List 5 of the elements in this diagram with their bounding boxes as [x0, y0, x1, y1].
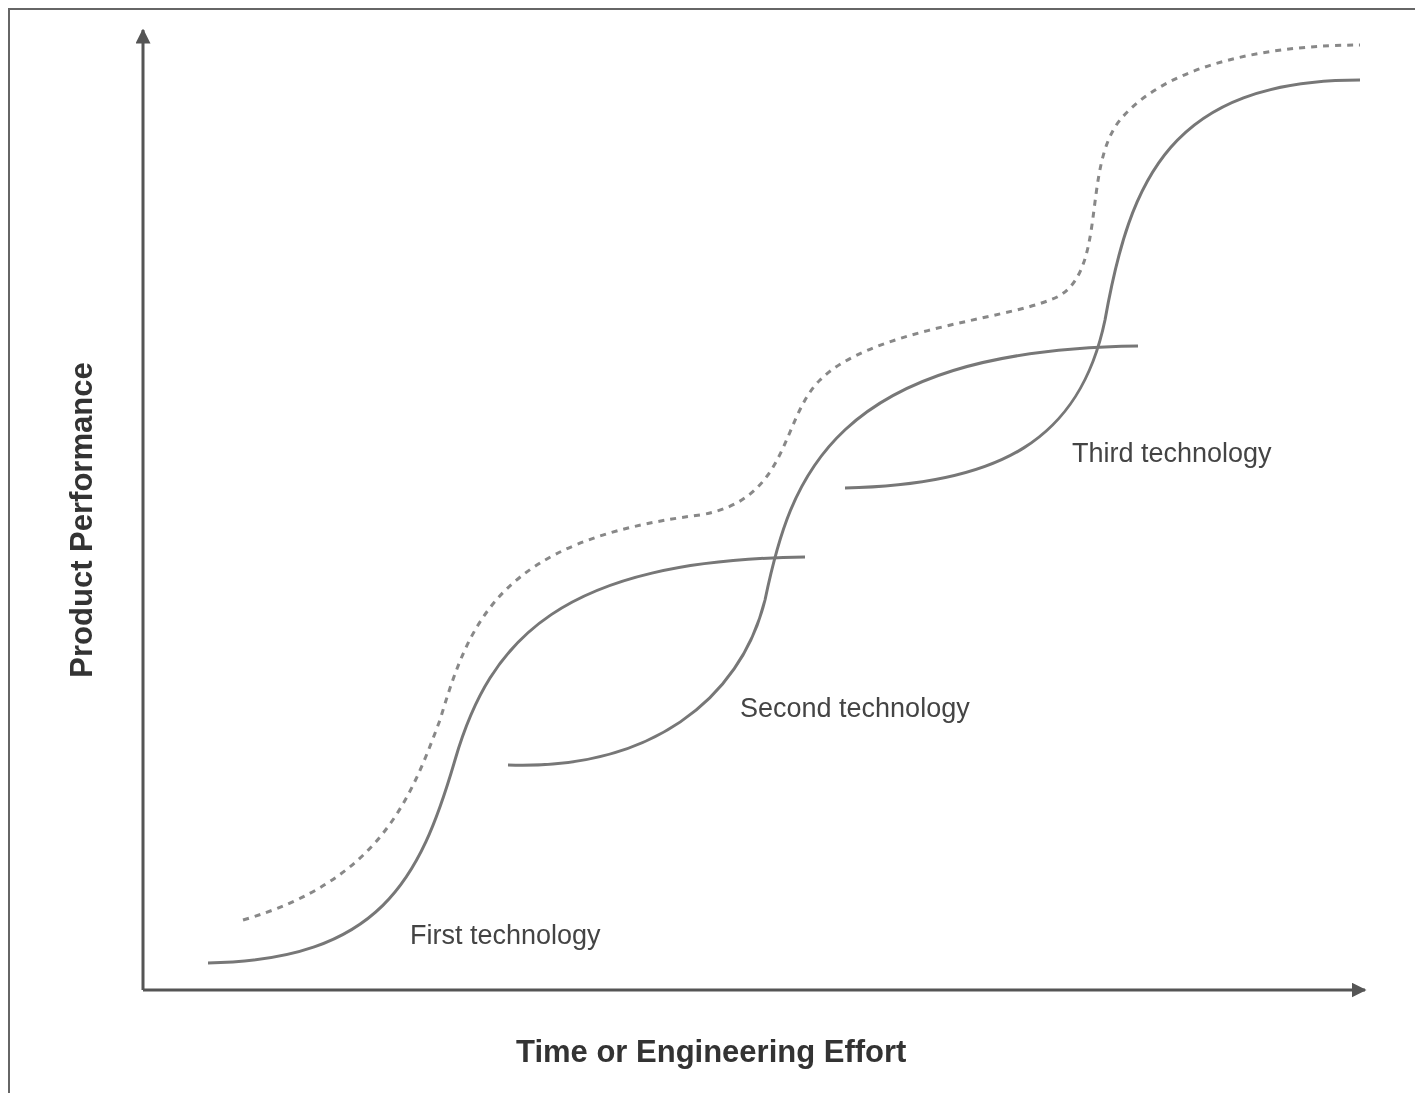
curve-label: Third technology [1072, 438, 1272, 469]
curve-label: First technology [410, 920, 601, 951]
axis-title: Product Performance [64, 362, 100, 678]
axis-title: Time or Engineering Effort [516, 1034, 907, 1070]
curve-label: Second technology [740, 693, 970, 724]
